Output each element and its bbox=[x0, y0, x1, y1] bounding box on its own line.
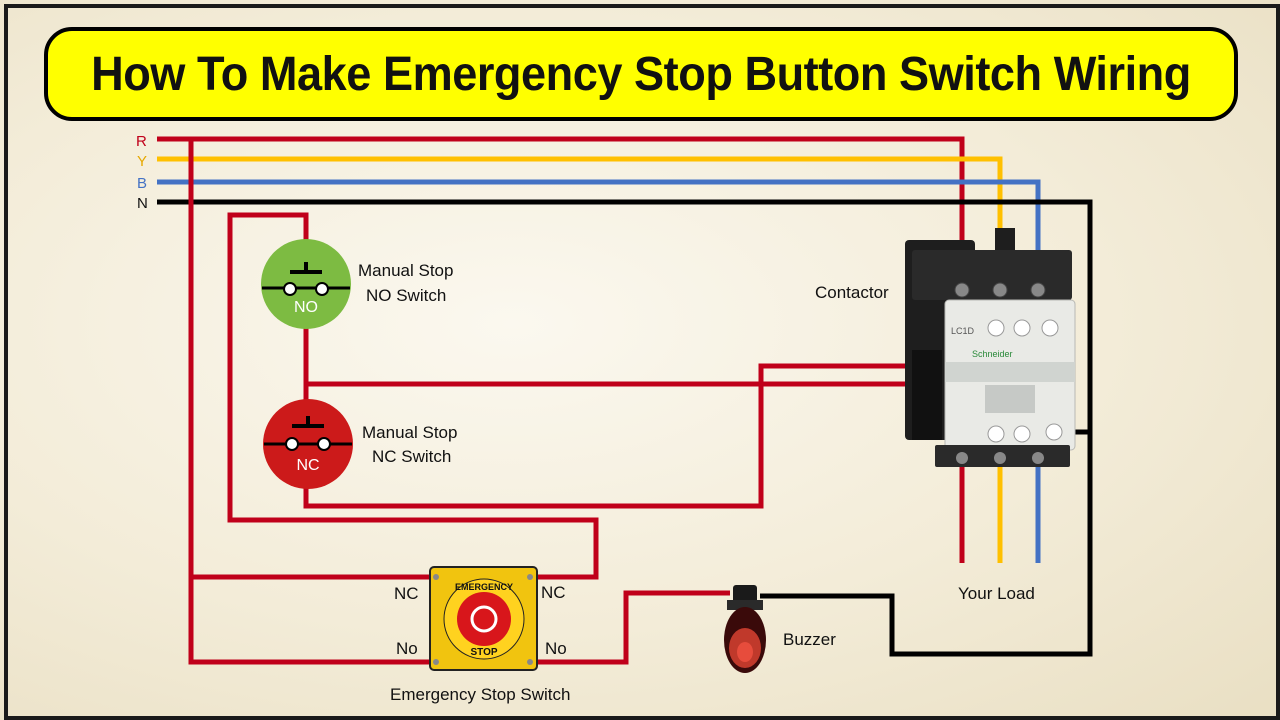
nc-switch-label-line2: NC Switch bbox=[372, 447, 451, 466]
estop-caption: Emergency Stop Switch bbox=[390, 685, 570, 704]
no-switch-label-line1: Manual Stop bbox=[358, 261, 453, 280]
buzzer bbox=[724, 585, 766, 673]
title-banner: How To Make Emergency Stop Button Switch… bbox=[44, 27, 1238, 121]
estop-no-right-label: No bbox=[545, 639, 567, 658]
control-wire-estop-to-no bbox=[227, 212, 599, 580]
estop-nc-left-label: NC bbox=[394, 584, 419, 603]
emergency-stop-switch: EMERGENCY STOP bbox=[429, 566, 538, 671]
neutral-wire bbox=[157, 199, 1093, 657]
your-load-label: Your Load bbox=[958, 584, 1035, 603]
rail-label-b: B bbox=[137, 175, 147, 192]
contactor: LC1D Schneider bbox=[905, 228, 1076, 467]
control-wire-estop-to-buzzer bbox=[530, 590, 730, 665]
manual-stop-no-switch: NO bbox=[261, 239, 351, 329]
rail-label-r: R bbox=[136, 133, 147, 150]
buzzer-label: Buzzer bbox=[783, 630, 836, 649]
rail-label-y: Y bbox=[137, 153, 147, 170]
estop-nc-right-label: NC bbox=[541, 583, 566, 602]
manual-stop-nc-switch: NC bbox=[263, 399, 353, 489]
estop-ring-top: EMERGENCY bbox=[455, 582, 513, 592]
estop-no-left-label: No bbox=[396, 639, 418, 658]
no-switch-label-line2: NO Switch bbox=[366, 286, 446, 305]
rail-label-n: N bbox=[137, 195, 148, 212]
no-switch-badge: NO bbox=[294, 299, 318, 316]
contactor-model: LC1D bbox=[951, 326, 975, 336]
page-title: How To Make Emergency Stop Button Switch… bbox=[91, 47, 1191, 101]
nc-switch-label-line1: Manual Stop bbox=[362, 423, 457, 442]
contactor-brand: Schneider bbox=[972, 349, 1013, 359]
nc-switch-badge: NC bbox=[296, 457, 319, 474]
estop-ring-bottom: STOP bbox=[470, 647, 497, 658]
contactor-label: Contactor bbox=[815, 283, 889, 302]
control-wire-r-feed bbox=[188, 139, 435, 665]
